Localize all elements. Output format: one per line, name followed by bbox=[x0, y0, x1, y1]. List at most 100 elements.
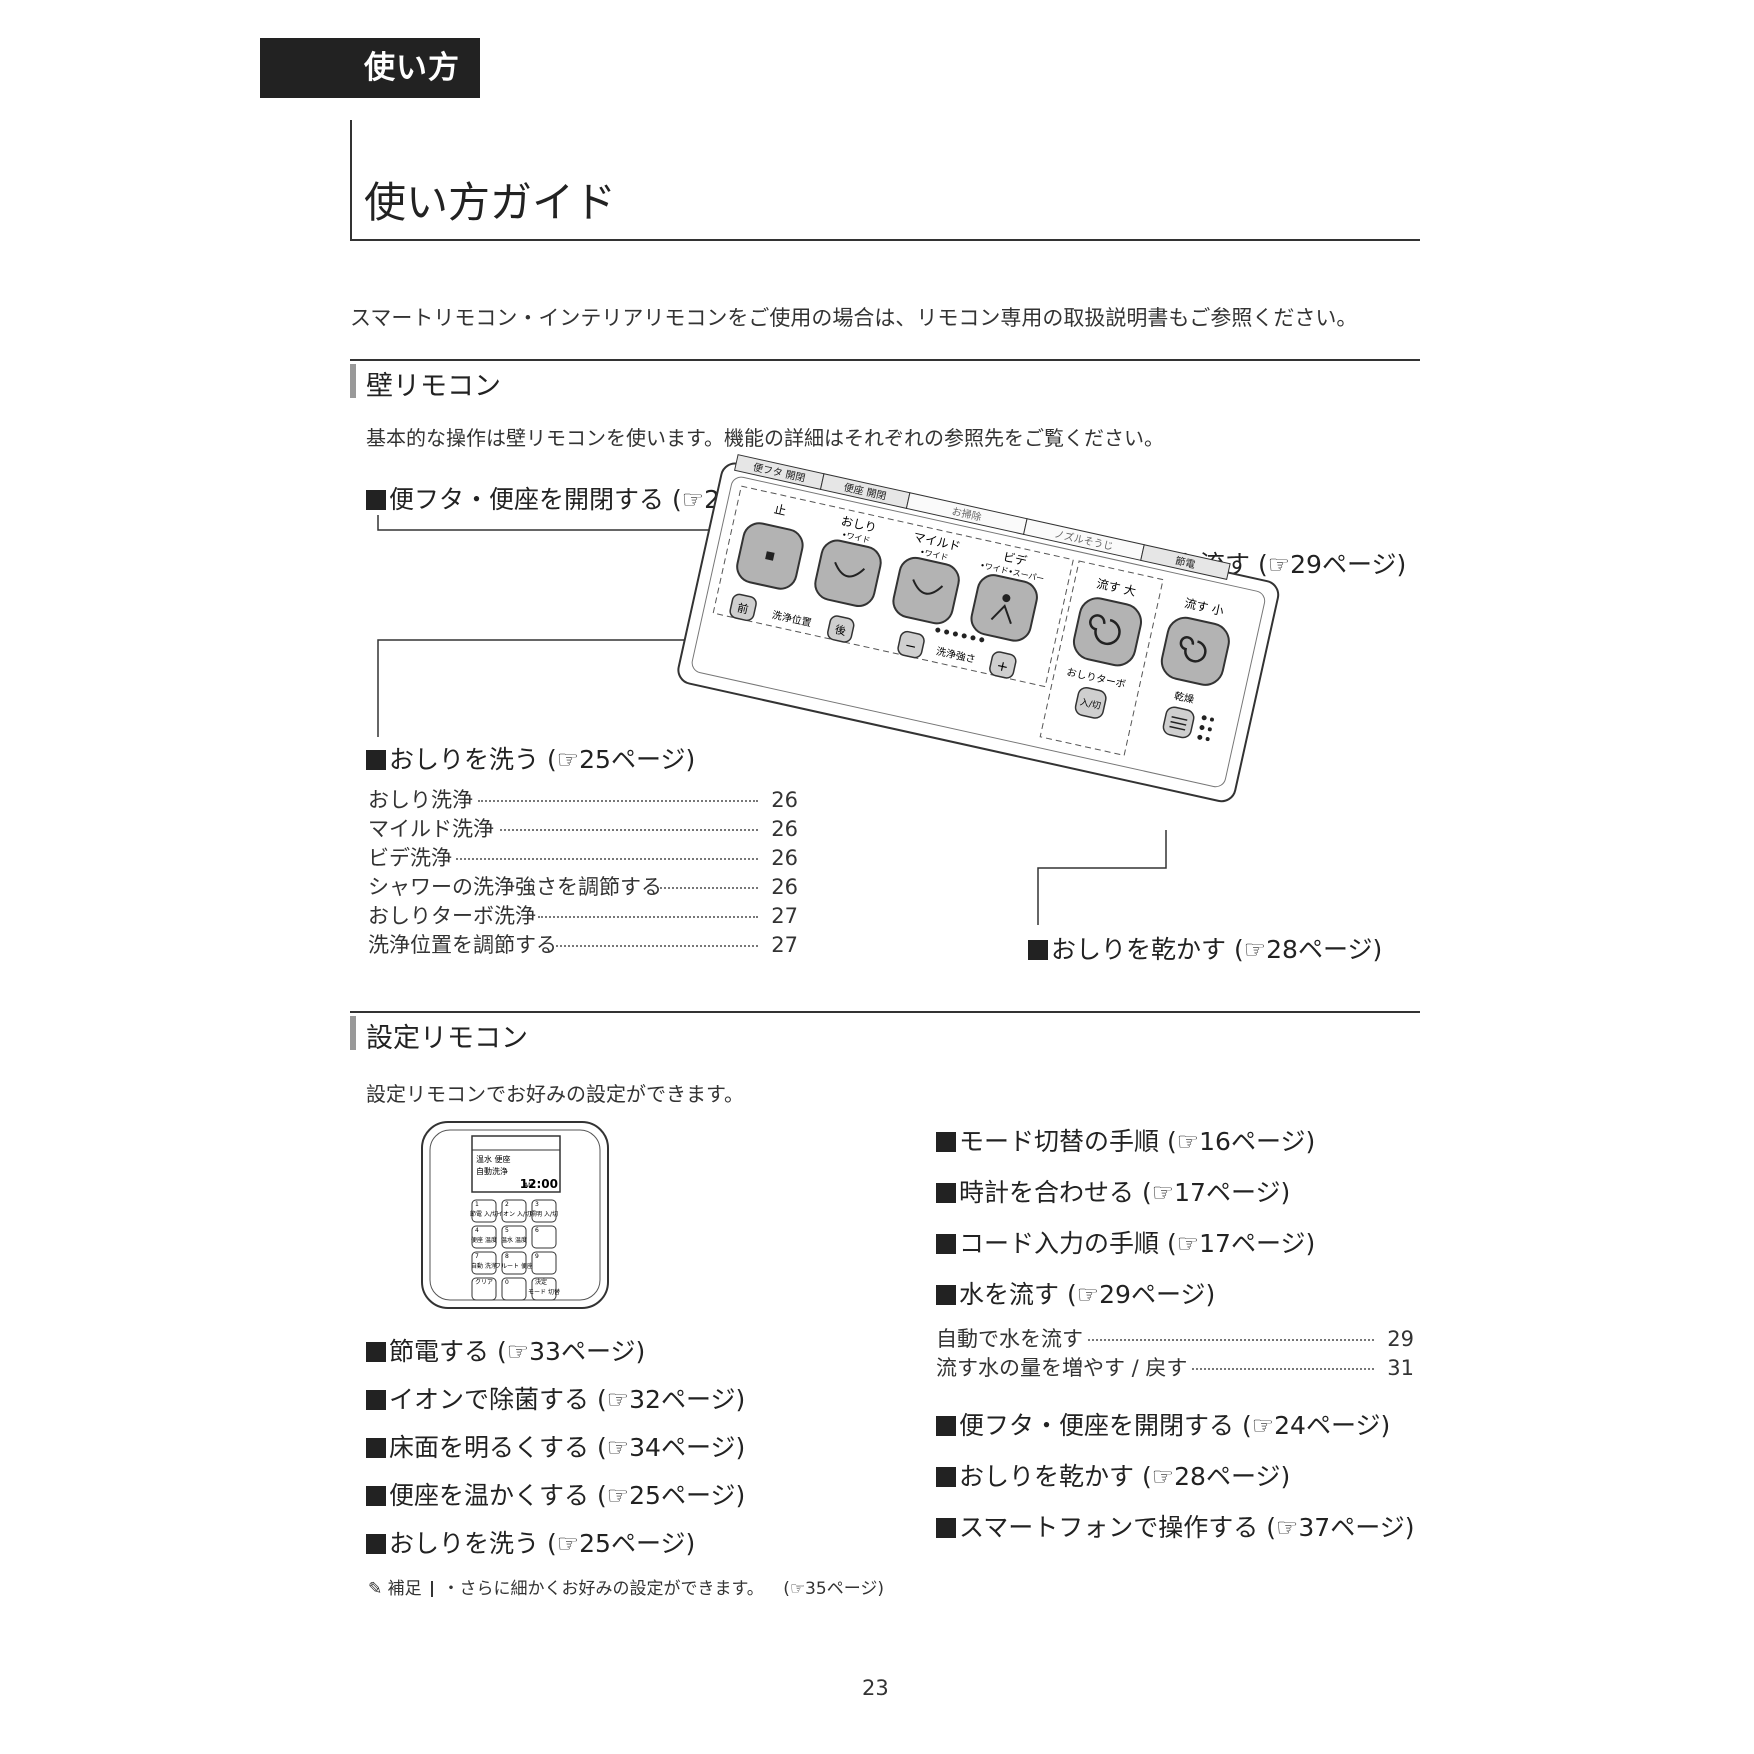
mild-button[interactable] bbox=[890, 555, 962, 627]
svg-text:−: − bbox=[903, 637, 918, 655]
settings-right-item: スマートフォンで操作する (☞37ページ) bbox=[936, 1508, 1414, 1544]
back-button[interactable]: 後 bbox=[826, 615, 855, 644]
key-3[interactable]: 3 照明 入/切 bbox=[530, 1199, 558, 1223]
square-bullet-icon bbox=[366, 490, 386, 510]
dry-icon bbox=[1169, 715, 1188, 731]
settings-right-item: 便フタ・便座を開閉する (☞24ページ) bbox=[936, 1406, 1390, 1442]
svg-text:節電 入/切: 節電 入/切 bbox=[470, 1210, 498, 1218]
dry-label: 乾燥 bbox=[1173, 689, 1195, 706]
square-bullet-icon bbox=[366, 1342, 386, 1362]
svg-text:2: 2 bbox=[505, 1201, 509, 1208]
svg-text:モード 切替: モード 切替 bbox=[528, 1288, 560, 1296]
square-bullet-icon bbox=[936, 1416, 956, 1436]
svg-text:温水 温度: 温水 温度 bbox=[501, 1236, 527, 1244]
square-bullet-icon bbox=[1028, 940, 1048, 960]
flush-big-button[interactable] bbox=[1071, 595, 1145, 669]
bidet-icon bbox=[1002, 594, 1011, 603]
wall-section-title: 壁リモコン bbox=[366, 371, 501, 402]
key-6[interactable]: 6 bbox=[531, 1225, 557, 1249]
square-bullet-icon bbox=[366, 1390, 386, 1410]
square-bullet-icon bbox=[366, 1486, 386, 1506]
turbo-button[interactable]: 入/切 bbox=[1074, 686, 1107, 719]
square-bullet-icon bbox=[936, 1234, 956, 1254]
settings-right-item: 時計を合わせる (☞17ページ) bbox=[936, 1173, 1290, 1209]
svg-text:便座 温度: 便座 温度 bbox=[471, 1236, 497, 1244]
eco-tab[interactable] bbox=[1140, 544, 1231, 580]
square-bullet-icon bbox=[936, 1132, 956, 1152]
settings-section-title: 設定リモコン bbox=[366, 1023, 528, 1054]
svg-text:イオン 入/切: イオン 入/切 bbox=[497, 1211, 531, 1218]
note-divider bbox=[431, 1581, 434, 1597]
svg-text:照明 入/切: 照明 入/切 bbox=[530, 1211, 558, 1218]
supplement-note: ✎ 補足 ・さらに細かくお好みの設定ができます。 (☞35ページ) bbox=[368, 1579, 884, 1599]
settings-left-item: 節電する (☞33ページ) bbox=[366, 1332, 645, 1368]
square-bullet-icon bbox=[936, 1467, 956, 1487]
bidet-button[interactable] bbox=[968, 572, 1040, 644]
oshiri-button[interactable] bbox=[812, 538, 884, 610]
title-rule bbox=[350, 239, 1420, 241]
pencil-icon: ✎ bbox=[368, 1579, 383, 1599]
settings-section-rule bbox=[350, 1011, 1420, 1013]
intro-text: スマートリモコン・インテリアリモコンをご使用の場合は、リモコン専用の取扱説明書も… bbox=[350, 306, 1358, 330]
key-clear[interactable]: クリア bbox=[471, 1277, 497, 1301]
strength-minus-button[interactable]: − bbox=[897, 630, 926, 659]
wall-remote-illustration: 便フタ 開閉 便座 開閉 お掃除 ノズルそうじ 節電 止 おしり •ワイド マイ… bbox=[377, 454, 1280, 925]
turbo-area-outline bbox=[1039, 560, 1164, 756]
section-tab: 使い方 bbox=[260, 38, 480, 98]
key-9[interactable]: 9 bbox=[531, 1251, 557, 1275]
lcd-ampm: AM bbox=[524, 1182, 533, 1189]
flush-small-button[interactable] bbox=[1158, 614, 1232, 688]
dry-button[interactable] bbox=[1162, 706, 1195, 739]
key-1[interactable]: 1 節電 入/切 bbox=[470, 1199, 498, 1223]
lcd-screen bbox=[471, 1135, 561, 1193]
key-0[interactable]: 0 bbox=[501, 1277, 527, 1301]
key-4[interactable]: 4便座 温度 bbox=[471, 1225, 497, 1249]
svg-text:8: 8 bbox=[505, 1253, 509, 1260]
stop-icon bbox=[765, 551, 775, 561]
dry-level-indicator bbox=[1197, 715, 1214, 742]
swirl-icon bbox=[1179, 636, 1207, 663]
swirl-icon bbox=[1089, 614, 1121, 646]
svg-text:5: 5 bbox=[505, 1227, 509, 1234]
settings-right-item: モード切替の手順 (☞16ページ) bbox=[936, 1122, 1315, 1158]
key-2[interactable]: 2 イオン 入/切 bbox=[497, 1199, 531, 1223]
svg-text:3: 3 bbox=[535, 1201, 539, 1208]
key-5[interactable]: 5 温水 温度 bbox=[501, 1225, 527, 1249]
mild-icon bbox=[912, 579, 944, 595]
key-7[interactable]: 7 自動 洗浄 bbox=[471, 1251, 497, 1275]
strength-dots bbox=[935, 627, 985, 643]
wall-section-desc: 基本的な操作は壁リモコンを使います。機能の詳細はそれぞれの参照先をご覧ください。 bbox=[366, 426, 1164, 450]
svg-text:6: 6 bbox=[535, 1227, 539, 1234]
settings-right-item: コード入力の手順 (☞17ページ) bbox=[936, 1224, 1315, 1260]
svg-text:+: + bbox=[995, 658, 1010, 676]
page-title: 使い方ガイド bbox=[364, 178, 617, 227]
settings-left-item: 便座を温かくする (☞25ページ) bbox=[366, 1476, 745, 1512]
stop-label: 止 bbox=[773, 502, 788, 518]
tab5-label: 節電 bbox=[1174, 554, 1196, 571]
stop-button[interactable] bbox=[734, 520, 806, 592]
strength-plus-button[interactable]: + bbox=[989, 651, 1018, 680]
lcd-line1: 温水 便座 bbox=[476, 1154, 511, 1164]
svg-text:9: 9 bbox=[535, 1253, 539, 1260]
settings-left-item: おしりを洗う (☞25ページ) bbox=[366, 1524, 695, 1560]
svg-text:1: 1 bbox=[475, 1201, 479, 1208]
square-bullet-icon bbox=[936, 1285, 956, 1305]
wall-wash-heading: おしりを洗う (☞25ページ) bbox=[366, 740, 695, 776]
settings-left-item: イオンで除菌する (☞32ページ) bbox=[366, 1380, 745, 1416]
svg-text:7: 7 bbox=[475, 1253, 479, 1260]
square-bullet-icon bbox=[366, 1438, 386, 1458]
wall-section-bar bbox=[350, 364, 356, 398]
bidet-label: ビデ bbox=[1002, 549, 1029, 569]
svg-text:自動 洗浄: 自動 洗浄 bbox=[471, 1262, 497, 1270]
front-button[interactable]: 前 bbox=[729, 593, 758, 622]
svg-text:決定: 決定 bbox=[535, 1278, 547, 1286]
svg-text:クリア: クリア bbox=[475, 1279, 493, 1286]
